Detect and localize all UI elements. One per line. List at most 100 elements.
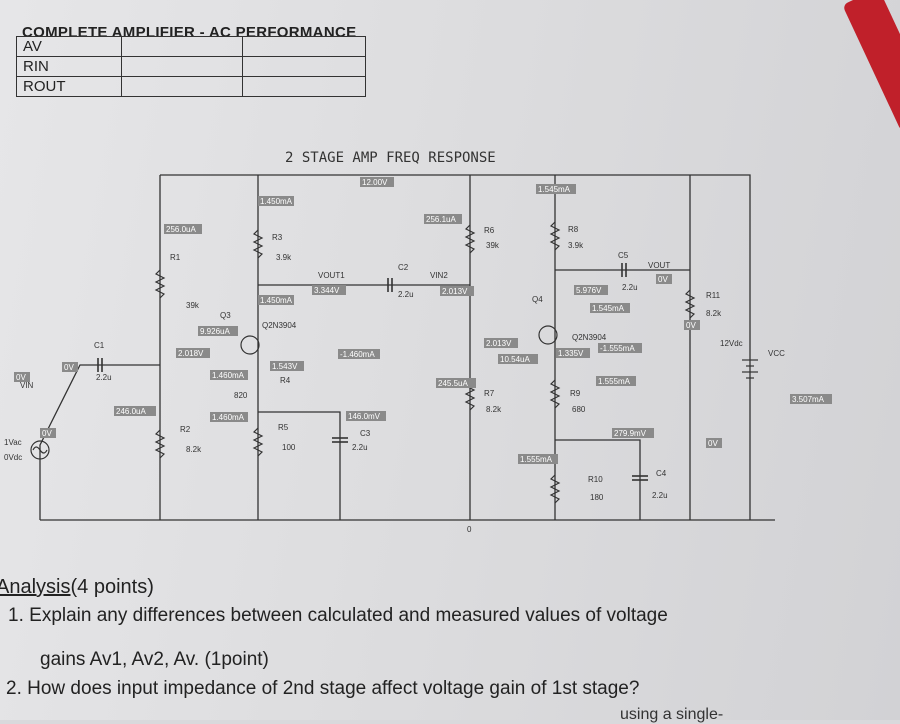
svg-text:VIN2: VIN2 [430,271,448,280]
probe-tag: 2.013V [440,286,474,296]
svg-text:R4: R4 [280,376,291,385]
component-labels: R1 39k R2 8.2k R3 3.9k R4 820 R5 100 R6 … [4,225,785,534]
probe-tag: 1.335V [556,348,590,358]
probe-tag: 1.545mA [590,303,630,313]
svg-text:R7: R7 [484,389,495,398]
svg-text:1.450mA: 1.450mA [260,197,293,206]
svg-text:820: 820 [234,391,248,400]
svg-text:100: 100 [282,443,296,452]
svg-text:R11: R11 [706,291,721,300]
probe-tag: 2.018V [176,348,210,358]
probe-tag: 245.5uA [436,378,476,388]
svg-text:3.9k: 3.9k [568,241,584,250]
table-row: AV [16,36,366,57]
row-label: RIN [16,56,122,77]
svg-text:R2: R2 [180,425,191,434]
svg-text:245.5uA: 245.5uA [438,379,468,388]
svg-text:1.545mA: 1.545mA [592,304,625,313]
svg-text:Q3: Q3 [220,311,231,320]
svg-text:C3: C3 [360,429,371,438]
probe-tag: 1.460mA [210,412,248,422]
svg-text:VIN: VIN [20,381,34,390]
probe-tag: 0V [684,320,700,330]
svg-text:2.013V: 2.013V [442,287,468,296]
probe-tag: 12.00V [360,177,394,187]
question-1: 1. Explain any differences between calcu… [8,605,668,626]
probe-tag: 1.545mA [536,184,576,194]
probe-tag: 3.507mA [790,394,832,404]
transistor-q3 [240,335,260,355]
svg-text:R1: R1 [170,253,181,262]
ac-source [30,440,50,460]
resistor-r2 [154,429,166,459]
svg-text:VOUT1: VOUT1 [318,271,345,280]
svg-text:8.2k: 8.2k [486,405,502,414]
svg-text:VCC: VCC [768,349,785,358]
svg-text:256.1uA: 256.1uA [426,215,456,224]
probe-tag: 279.9mV [612,428,654,438]
svg-text:0V: 0V [686,321,696,330]
resistor-r8 [549,221,561,251]
table-row: ROUT [16,76,366,97]
svg-text:0V: 0V [42,429,52,438]
svg-text:180: 180 [590,493,604,502]
svg-text:0V: 0V [708,439,718,448]
svg-text:2.013V: 2.013V [486,339,512,348]
svg-text:R10: R10 [588,475,603,484]
svg-text:2.2u: 2.2u [96,373,112,382]
svg-text:3.507mA: 3.507mA [792,395,825,404]
svg-text:8.2k: 8.2k [186,445,202,454]
probe-tag: 0V [14,372,30,382]
svg-text:R3: R3 [272,233,283,242]
svg-text:8.2k: 8.2k [706,309,722,318]
svg-text:-1.460mA: -1.460mA [340,350,375,359]
resistor-r9 [549,379,561,409]
svg-text:0Vdc: 0Vdc [4,453,22,462]
probe-tag: 256.1uA [424,214,462,224]
probe-tag: -1.460mA [338,349,380,359]
svg-text:1.460mA: 1.460mA [212,413,245,422]
svg-text:1.555mA: 1.555mA [598,377,631,386]
amplifier-schematic: 2 STAGE AMP FREQ RESPONSE R1 39k R2 8.2k… [4,150,832,534]
svg-text:0V: 0V [16,373,26,382]
schematic-title: 2 STAGE AMP FREQ RESPONSE [285,150,496,166]
svg-text:146.0mV: 146.0mV [348,412,381,421]
svg-text:C4: C4 [656,469,667,478]
svg-text:246.0uA: 246.0uA [116,407,146,416]
resistor-r1 [154,269,166,299]
svg-text:1Vac: 1Vac [4,438,22,447]
svg-text:1.543V: 1.543V [272,362,298,371]
svg-text:5.976V: 5.976V [576,286,602,295]
ac-performance-table: AV RIN ROUT [16,36,366,97]
probe-tag: 1.450mA [258,196,294,206]
probe-tag: -1.555mA [598,343,642,353]
probe-tag: 2.013V [484,338,518,348]
svg-text:1.335V: 1.335V [558,349,584,358]
svg-text:279.9mV: 279.9mV [614,429,647,438]
probe-tag: 10.54uA [498,354,538,364]
svg-text:C5: C5 [618,251,629,260]
resistor-r11 [684,289,696,319]
row-label: AV [16,36,122,57]
probe-tag: 5.976V [574,285,608,295]
svg-text:R6: R6 [484,226,495,235]
probe-tag: 9.926uA [198,326,238,336]
svg-text:2.2u: 2.2u [352,443,368,452]
question-3-fragment: using a single- [620,706,724,723]
svg-text:2.2u: 2.2u [622,283,638,292]
resistor-r5 [252,427,264,457]
svg-text:C1: C1 [94,341,105,350]
svg-text:VOUT: VOUT [648,261,670,270]
probe-tag: 1.460mA [210,370,248,380]
svg-text:1.545mA: 1.545mA [538,185,571,194]
svg-text:1.460mA: 1.460mA [212,371,245,380]
svg-text:10.54uA: 10.54uA [500,355,530,364]
svg-text:Q2N3904: Q2N3904 [262,321,297,330]
svg-text:2.2u: 2.2u [398,290,414,299]
svg-text:2.2u: 2.2u [652,491,668,500]
svg-text:680: 680 [572,405,586,414]
probe-tag: 246.0uA [114,406,156,416]
svg-text:1.450mA: 1.450mA [260,296,293,305]
svg-text:-1.555mA: -1.555mA [600,344,635,353]
question-1-continued: gains Av1, Av2, Av. (1point) [40,649,269,670]
